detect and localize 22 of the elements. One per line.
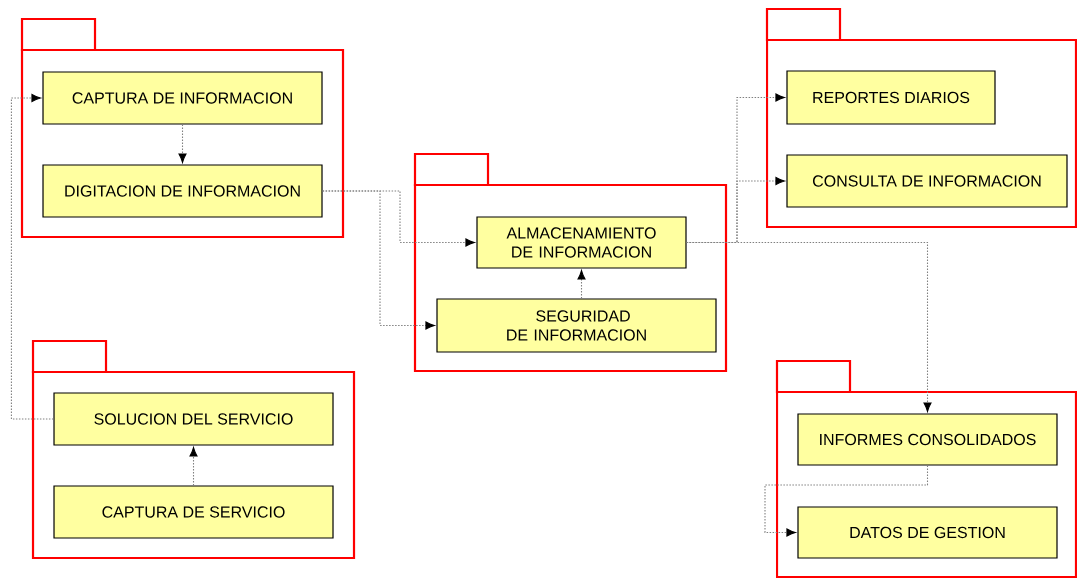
package-folder [31,339,356,560]
process-box: CONSULTA DE INFORMACION [786,154,1068,208]
process-box: DIGITACION DE INFORMACION [42,164,323,218]
arrow [10,93,54,420]
process-box: DATOS DE GESTION [797,506,1058,559]
process-box: INFORMES CONSOLIDADOS [797,413,1058,466]
package-folder [413,152,728,373]
process-box: CAPTURA DE INFORMACION [42,71,323,125]
arrow [322,190,435,330]
process-box: ALMACENAMIENTO DE INFORMACION [476,216,687,269]
process-box: SOLUCION DEL SERVICIO [53,392,334,446]
process-box: CAPTURA DE SERVICIO [53,485,334,539]
arrow [686,241,932,412]
package-folder [775,359,1077,578]
arrow [577,270,586,299]
package-folder [20,17,345,239]
process-box: SEGURIDAD DE INFORMACION [436,298,717,353]
process-box: REPORTES DIARIOS [786,70,996,125]
arrow [764,465,929,537]
package-folder [765,7,1077,229]
arrow [189,447,198,486]
arrow [178,124,187,163]
